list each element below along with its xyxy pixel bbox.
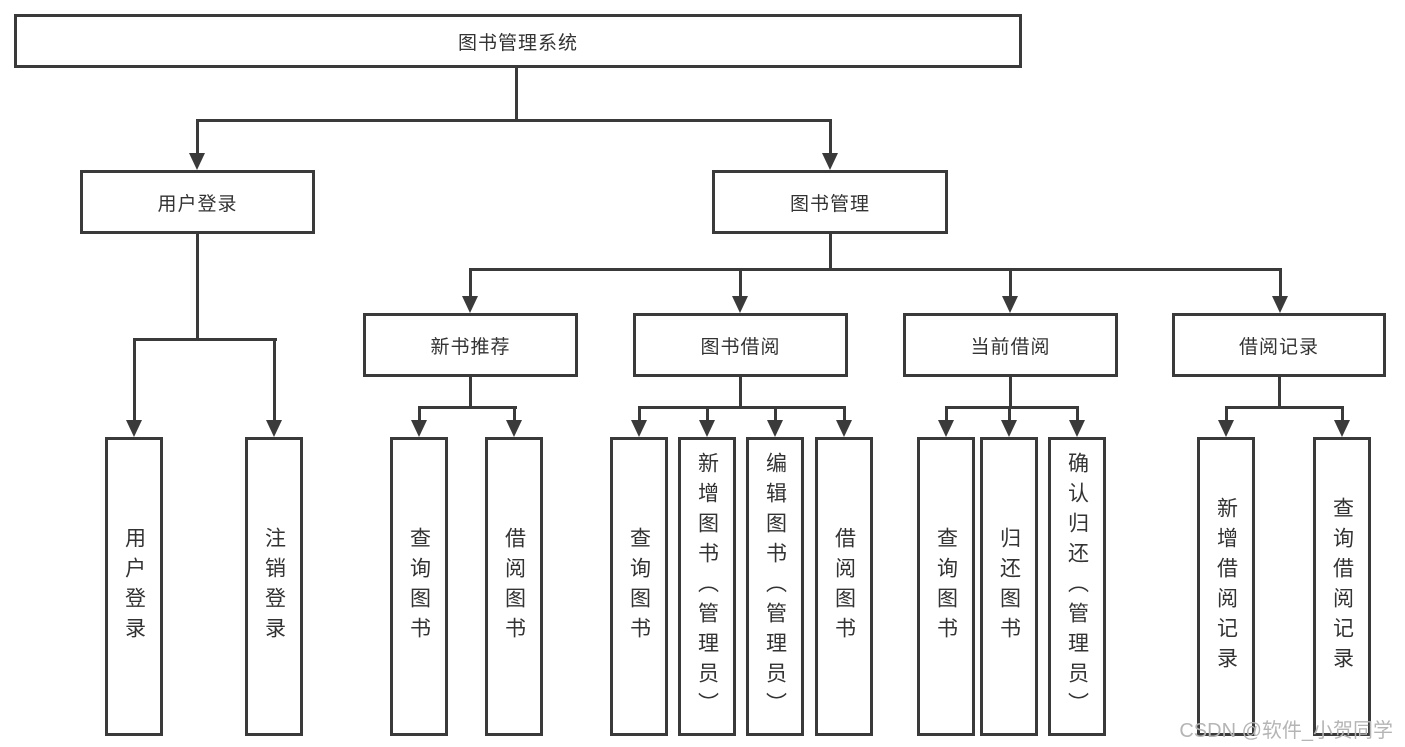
connector-line (1225, 406, 1344, 409)
leaf-logout-label: 注销登录 (262, 526, 286, 647)
connector-line (196, 119, 832, 122)
connector-arrow (411, 420, 427, 437)
node-new-book-recommend-label: 新书推荐 (430, 336, 511, 358)
connector-arrow (1002, 296, 1018, 313)
leaf-borrow-books-recommend-label: 借阅图书 (502, 526, 526, 647)
node-book-borrow: 图书借阅 (633, 313, 848, 377)
node-user-login-label: 用户登录 (157, 193, 238, 215)
leaf-confirm-return-admin-label: 确认归还（管理员） (1065, 451, 1089, 722)
connector-line (843, 406, 846, 420)
connector-line (1008, 406, 1011, 420)
connector-line (739, 268, 742, 296)
leaf-query-borrow-record-label: 查询借阅记录 (1330, 496, 1354, 677)
connector-line (945, 406, 1079, 409)
connector-arrow (1001, 420, 1017, 437)
leaf-add-book-admin-label: 新增图书（管理员） (695, 451, 719, 722)
leaf-query-books-current: 查询图书 (917, 437, 975, 736)
connector-line (739, 377, 742, 409)
node-user-login: 用户登录 (80, 170, 315, 234)
leaf-add-borrow-record: 新增借阅记录 (1197, 437, 1255, 736)
leaf-borrow-books: 借阅图书 (815, 437, 873, 736)
connector-arrow (822, 153, 838, 170)
connector-line (1076, 406, 1079, 420)
leaf-user-login: 用户登录 (105, 437, 163, 736)
connector-line (638, 406, 641, 420)
connector-line (513, 406, 516, 420)
node-borrow-records-label: 借阅记录 (1238, 336, 1319, 358)
connector-line (418, 406, 421, 420)
watermark: CSDN @软件_小贺同学 (1179, 720, 1393, 742)
connector-line (1278, 377, 1281, 409)
leaf-query-books-recommend: 查询图书 (390, 437, 448, 736)
connector-arrow (1218, 420, 1234, 437)
connector-arrow (1272, 296, 1288, 313)
connector-line (469, 377, 472, 409)
leaf-add-borrow-record-label: 新增借阅记录 (1214, 496, 1238, 677)
connector-line (829, 119, 832, 154)
connector-line (196, 234, 199, 341)
connector-line (1225, 406, 1228, 420)
connector-arrow (506, 420, 522, 437)
connector-line (706, 406, 709, 420)
leaf-return-book-label: 归还图书 (997, 526, 1021, 647)
leaf-edit-book-admin-label: 编辑图书（管理员） (763, 451, 787, 722)
connector-arrow (732, 296, 748, 313)
connector-line (1009, 377, 1012, 409)
connector-line (469, 268, 1282, 271)
leaf-confirm-return-admin: 确认归还（管理员） (1048, 437, 1106, 736)
connector-line (469, 268, 472, 296)
connector-line (945, 406, 948, 420)
leaf-add-book-admin: 新增图书（管理员） (678, 437, 736, 736)
leaf-query-books-recommend-label: 查询图书 (407, 526, 431, 647)
connector-line (133, 338, 136, 421)
node-root-label: 图书管理系统 (457, 32, 578, 54)
leaf-return-book: 归还图书 (980, 437, 1038, 736)
connector-arrow (631, 420, 647, 437)
connector-line (638, 406, 846, 409)
leaf-query-books-borrow-label: 查询图书 (627, 526, 651, 647)
connector-arrow (462, 296, 478, 313)
connector-arrow (938, 420, 954, 437)
connector-arrow (1334, 420, 1350, 437)
connector-arrow (126, 420, 142, 437)
leaf-borrow-books-recommend: 借阅图书 (485, 437, 543, 736)
node-book-management: 图书管理 (712, 170, 948, 234)
connector-line (774, 406, 777, 420)
connector-line (829, 234, 832, 271)
connector-line (418, 406, 517, 409)
leaf-borrow-books-label: 借阅图书 (832, 526, 856, 647)
connector-line (273, 338, 276, 421)
connector-arrow (266, 420, 282, 437)
connector-line (133, 338, 277, 341)
leaf-query-books-borrow: 查询图书 (610, 437, 668, 736)
node-book-management-label: 图书管理 (789, 193, 870, 215)
connector-arrow (836, 420, 852, 437)
node-book-borrow-label: 图书借阅 (700, 336, 781, 358)
node-current-borrow: 当前借阅 (903, 313, 1118, 377)
connector-line (196, 119, 199, 154)
node-borrow-records: 借阅记录 (1172, 313, 1386, 377)
leaf-query-books-current-label: 查询图书 (934, 526, 958, 647)
connector-arrow (699, 420, 715, 437)
connector-arrow (767, 420, 783, 437)
node-current-borrow-label: 当前借阅 (970, 336, 1051, 358)
leaf-logout: 注销登录 (245, 437, 303, 736)
connector-line (1279, 268, 1282, 296)
leaf-query-borrow-record: 查询借阅记录 (1313, 437, 1371, 736)
node-root: 图书管理系统 (14, 14, 1022, 68)
connector-line (1009, 268, 1012, 296)
connector-arrow (189, 153, 205, 170)
leaf-edit-book-admin: 编辑图书（管理员） (746, 437, 804, 736)
connector-line (1341, 406, 1344, 420)
connector-line (515, 68, 518, 121)
connector-arrow (1069, 420, 1085, 437)
leaf-user-login-label: 用户登录 (122, 526, 146, 647)
node-new-book-recommend: 新书推荐 (363, 313, 578, 377)
